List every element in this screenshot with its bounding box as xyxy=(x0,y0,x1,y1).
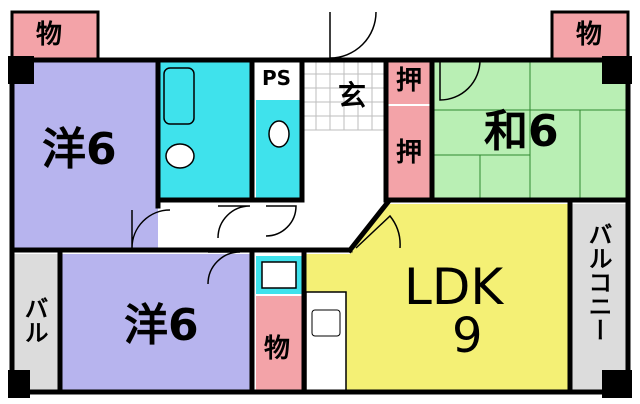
ldk-label: LDK xyxy=(404,258,504,316)
toilet-bowl xyxy=(268,120,290,148)
balcony-right-label: バルコニー xyxy=(584,222,612,342)
bathtub xyxy=(163,67,195,125)
pipe-space-area xyxy=(256,62,302,100)
ldk-size-label: 9 xyxy=(452,308,483,364)
storage-top-right-area xyxy=(550,10,630,62)
japanese-room-label: 和6 xyxy=(484,106,559,157)
laundry-pan xyxy=(261,261,297,289)
closet-top-area xyxy=(388,62,430,104)
washbasin xyxy=(165,143,195,169)
kitchen-counter xyxy=(305,291,347,393)
western-room-bottom-area xyxy=(62,254,252,392)
storage-top-right-label: 物 xyxy=(576,20,603,50)
storage-bottom-area xyxy=(256,296,302,392)
storage-top-left-label: 物 xyxy=(36,20,63,50)
doors xyxy=(131,11,481,285)
western-room-top-area xyxy=(12,62,158,248)
closet-top-label: 押 xyxy=(396,66,423,96)
western-room-bottom-label: 洋6 xyxy=(124,300,199,351)
storage-bottom-label: 物 xyxy=(264,334,291,364)
closet-mid-area xyxy=(388,106,430,198)
japanese-room-area xyxy=(434,62,628,200)
balcony-left-area xyxy=(12,254,60,392)
western-room-top-label: 洋6 xyxy=(42,124,117,175)
pipe-space-label: PS xyxy=(262,66,292,90)
kitchen-sink xyxy=(311,309,341,337)
entrance-tiles xyxy=(303,61,385,131)
toilet-area xyxy=(256,100,302,198)
balcony-left-label: バル xyxy=(20,296,48,344)
walls xyxy=(9,57,631,395)
columns xyxy=(8,56,632,398)
storage-top-left-area xyxy=(10,10,100,62)
closet-mid-label: 押 xyxy=(396,138,423,168)
balcony-right-area xyxy=(572,204,628,394)
ldk-area xyxy=(304,204,570,392)
entrance-label: 玄 xyxy=(338,79,367,112)
tatami-lines xyxy=(434,62,628,200)
